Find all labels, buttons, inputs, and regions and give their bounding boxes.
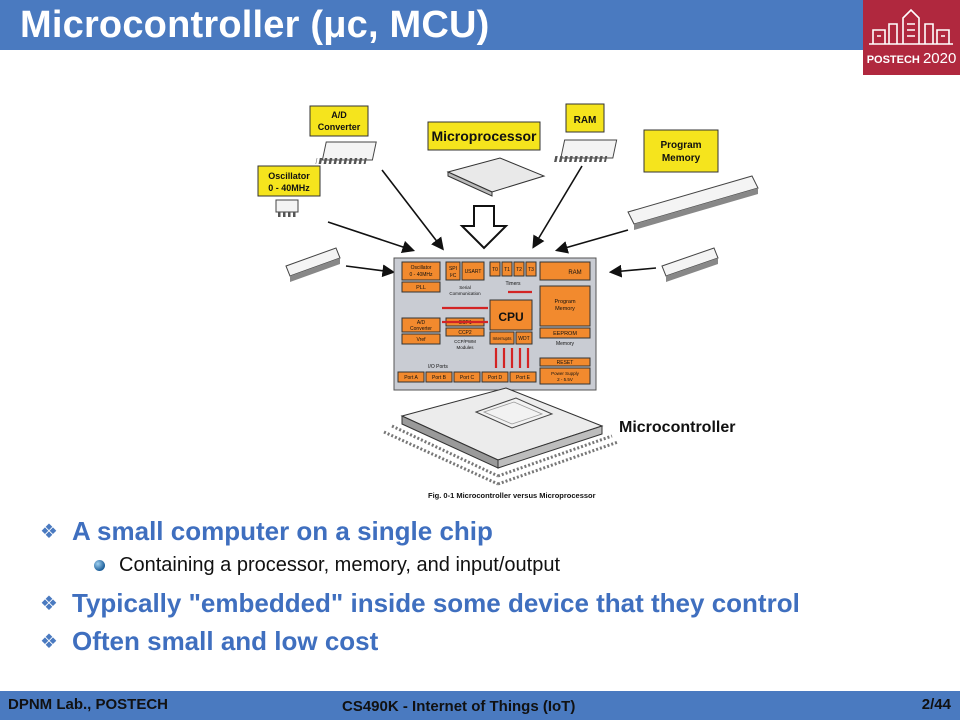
connection-arrows — [327, 165, 657, 278]
footer-bar: DPNM Lab., POSTECH CS490K - Internet of … — [0, 691, 960, 720]
svg-text:WDT: WDT — [518, 336, 529, 342]
svg-text:T1: T1 — [504, 267, 510, 273]
svg-text:Port A: Port A — [404, 375, 418, 381]
svg-text:Oscillator: Oscillator — [411, 265, 432, 271]
ram-chip — [553, 139, 618, 162]
svg-text:Program: Program — [660, 140, 701, 151]
right-chip — [661, 247, 719, 282]
mcu-figure: A/D Converter Microprocessor RAM Program… — [252, 96, 776, 504]
diamond-bullet-icon: ❖ — [40, 520, 58, 543]
svg-text:T0: T0 — [492, 267, 498, 273]
svg-text:Port B: Port B — [432, 375, 447, 381]
svg-text:Memory: Memory — [662, 153, 701, 164]
program-memory-chip — [627, 175, 759, 230]
footer-lab: DPNM Lab., POSTECH — [8, 696, 169, 713]
svg-text:A/D: A/D — [331, 110, 347, 120]
svg-text:Timers: Timers — [505, 281, 521, 287]
svg-text:Port C: Port C — [460, 375, 475, 381]
bullet-text: Typically "embedded" inside some device … — [72, 588, 800, 618]
svg-text:0 - 40MHz: 0 - 40MHz — [409, 272, 433, 278]
building-logo-icon — [869, 8, 953, 45]
svg-text:Memory: Memory — [556, 341, 575, 347]
svg-text:PLL: PLL — [416, 285, 426, 291]
postech-logo: POSTECH 2020 — [863, 0, 960, 75]
svg-text:CPU: CPU — [498, 310, 523, 324]
svg-text:CCP2: CCP2 — [458, 330, 472, 336]
ram-label: RAM — [565, 103, 605, 133]
svg-text:A/D: A/D — [417, 320, 426, 326]
page-number: 2/44 — [921, 696, 951, 713]
microcontroller-label: Microcontroller — [619, 419, 735, 436]
svg-text:RESET: RESET — [557, 360, 574, 366]
svg-text:I/O Ports: I/O Ports — [428, 364, 448, 370]
svg-text:Converter: Converter — [410, 326, 432, 332]
svg-text:T3: T3 — [528, 267, 534, 273]
svg-text:Oscillator: Oscillator — [268, 171, 310, 181]
svg-text:2 - 5.5V: 2 - 5.5V — [557, 377, 573, 382]
diamond-bullet-icon: ❖ — [40, 592, 58, 615]
bullet-text: Often small and low cost — [72, 626, 379, 656]
svg-text:Microprocessor: Microprocessor — [431, 128, 537, 144]
svg-text:SPI: SPI — [449, 266, 457, 272]
bullet-item-2: Containing a processor, memory, and inpu… — [94, 554, 560, 577]
bullet-item-1: ❖ A small computer on a single chip — [40, 516, 493, 547]
bullet-item-4: ❖ Often small and low cost — [40, 626, 378, 657]
bullet-item-3: ❖ Typically "embedded" inside some devic… — [40, 588, 800, 619]
footer-course: CS490K - Internet of Things (IoT) — [342, 698, 576, 715]
svg-text:Modules: Modules — [456, 345, 474, 350]
bullet-text: A small computer on a single chip — [72, 516, 493, 546]
svg-text:Vref: Vref — [417, 337, 427, 343]
svg-text:Memory: Memory — [555, 306, 575, 312]
svg-text:EEPROM: EEPROM — [553, 331, 577, 337]
svg-text:Program: Program — [554, 299, 576, 305]
svg-text:Interrupts: Interrupts — [492, 336, 512, 341]
logo-name: POSTECH — [866, 54, 920, 66]
microprocessor-chip — [446, 157, 546, 197]
diamond-bullet-icon: ❖ — [40, 630, 58, 653]
svg-text:RAM: RAM — [568, 270, 581, 276]
left-chip — [285, 247, 341, 282]
svg-text:0 - 40MHz: 0 - 40MHz — [268, 183, 310, 193]
svg-text:T2: T2 — [516, 267, 522, 273]
logo-year: 2020 — [922, 50, 957, 67]
title-bar: Microcontroller (μc, MCU) — [0, 0, 864, 50]
mcu-package — [383, 387, 619, 486]
down-arrow-icon — [459, 205, 509, 250]
program-memory-label: Program Memory — [643, 129, 719, 173]
svg-text:Serial: Serial — [459, 285, 471, 290]
figure-caption: Fig. 0-1 Microcontroller versus Micropro… — [428, 491, 596, 500]
svg-text:Power Supply: Power Supply — [551, 371, 580, 376]
svg-text:Port D: Port D — [488, 375, 503, 381]
svg-text:I²C: I²C — [450, 273, 457, 279]
svg-text:Communication: Communication — [449, 291, 481, 296]
oscillator-chip — [275, 199, 299, 217]
svg-text:CCP/PWM: CCP/PWM — [454, 339, 476, 344]
oscillator-label: Oscillator 0 - 40MHz — [257, 165, 321, 197]
ad-converter-chip — [315, 141, 377, 164]
ad-converter-label: A/D Converter — [309, 105, 369, 137]
svg-text:RAM: RAM — [574, 115, 597, 126]
svg-text:USART: USART — [465, 269, 482, 275]
svg-text:Converter: Converter — [318, 122, 361, 132]
microprocessor-label: Microprocessor — [427, 121, 541, 151]
slide-title: Microcontroller (μc, MCU) — [20, 4, 490, 46]
svg-text:Port E: Port E — [516, 375, 531, 381]
mcu-block-diagram: Oscillator 0 - 40MHz PLL SPI I²C USART S… — [393, 257, 597, 391]
sphere-bullet-icon — [94, 560, 105, 571]
bullet-text: Containing a processor, memory, and inpu… — [119, 554, 560, 576]
